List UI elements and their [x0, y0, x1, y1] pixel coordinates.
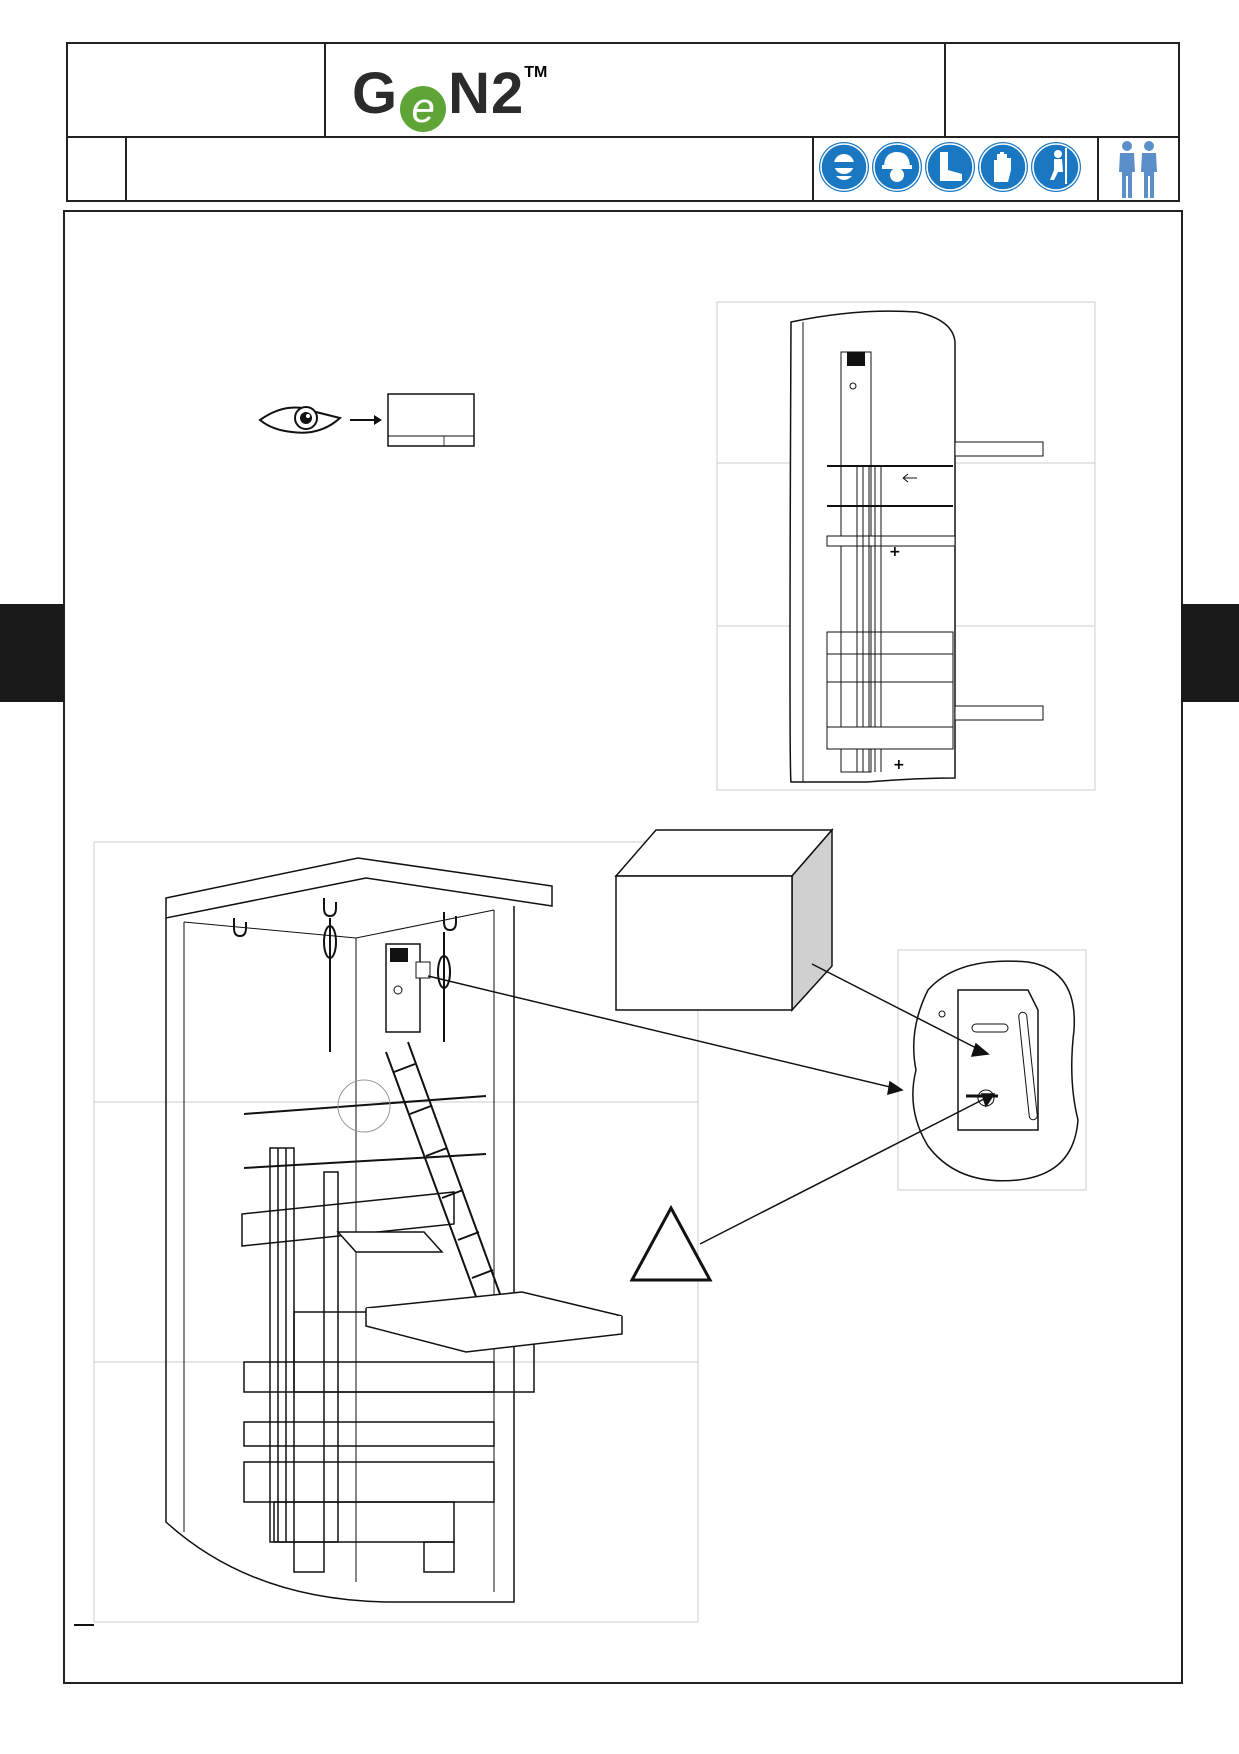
inspect-eye-diagram: [258, 393, 475, 447]
header-divider-h: [66, 136, 1180, 138]
panel-box: [387, 393, 475, 447]
logo-letters-n2: N2: [448, 61, 525, 126]
shaft-elevation-drawing: + +: [716, 301, 1096, 791]
header-divider-v1: [324, 42, 326, 136]
safety-boots-icon: [925, 142, 975, 192]
harness-icon: [1031, 142, 1081, 192]
header-divider-v5: [1097, 136, 1099, 202]
hard-hat-icon: [872, 142, 922, 192]
safety-glasses-icon: [819, 142, 869, 192]
logo-letter-e: e: [400, 85, 447, 132]
footer-tick: [74, 1624, 94, 1626]
header-divider-v3: [125, 136, 127, 202]
svg-text:+: +: [889, 544, 901, 560]
warning-triangle-icon: [629, 1204, 713, 1282]
logo-letter-g: G: [352, 61, 399, 126]
left-side-tab: [0, 604, 64, 702]
lift-shaft-isometric-drawing: [93, 841, 699, 1623]
content-frame: [63, 210, 1183, 1684]
right-side-tab: [1181, 604, 1239, 702]
svg-text:+: +: [893, 757, 905, 773]
bracket-detail-callout: [897, 949, 1087, 1191]
header-frame: [66, 42, 1180, 202]
header-divider-v4: [812, 136, 814, 202]
eye-icon: [258, 406, 343, 434]
gloves-icon: [978, 142, 1028, 192]
logo-trademark: TM: [524, 64, 548, 81]
two-workers-icon: [1119, 141, 1157, 198]
isometric-cube: [614, 827, 834, 1012]
header-divider-v2: [944, 42, 946, 136]
